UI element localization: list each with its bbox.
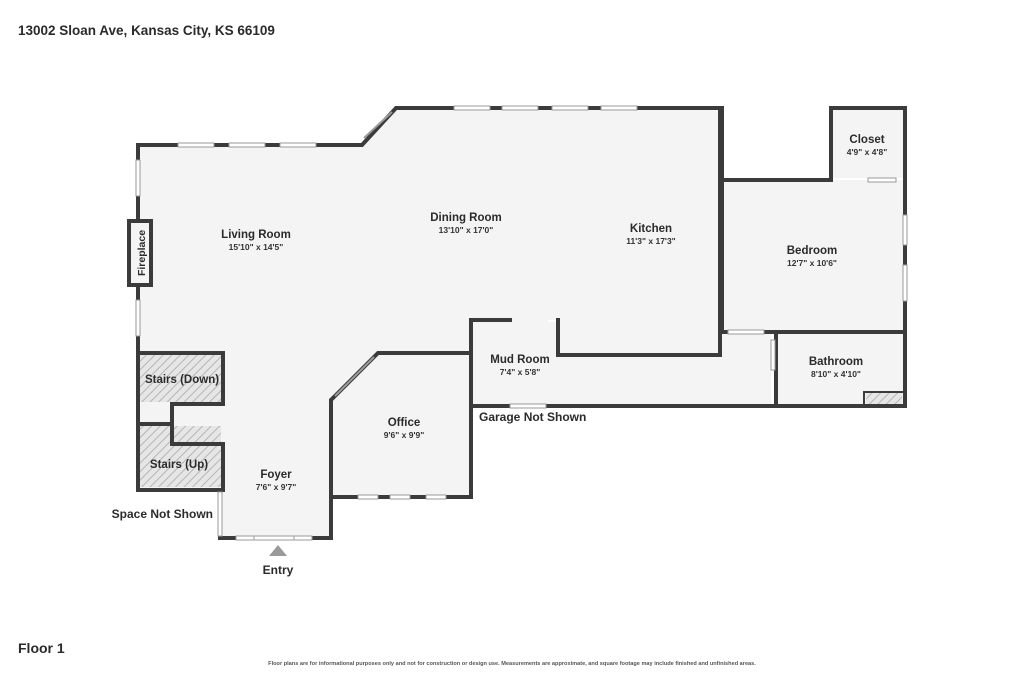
floor-label: Floor 1 bbox=[18, 640, 65, 656]
room-dims-bathroom: 8'10" x 4'10" bbox=[811, 369, 861, 379]
space-note: Space Not Shown bbox=[112, 507, 213, 521]
room-name-foyer: Foyer bbox=[260, 469, 292, 481]
fireplace-label: Fireplace bbox=[136, 230, 148, 276]
floor-fill bbox=[138, 108, 903, 538]
room-name-bedroom: Bedroom bbox=[787, 245, 837, 257]
room-dims-bedroom: 12'7" x 10'6" bbox=[787, 258, 837, 268]
room-dims-kitchen: 11'3" x 17'3" bbox=[626, 236, 675, 246]
garage-note: Garage Not Shown bbox=[479, 410, 586, 424]
stairs-up-label: Stairs (Up) bbox=[150, 459, 208, 471]
room-name-mud-room: Mud Room bbox=[490, 354, 549, 366]
room-dims-dining-room: 13'10" x 17'0" bbox=[439, 225, 494, 235]
windows bbox=[135, 105, 908, 541]
bathroom-fixture bbox=[866, 393, 902, 404]
entry-arrow-icon bbox=[269, 545, 287, 556]
room-name-dining-room: Dining Room bbox=[430, 212, 502, 224]
stairs-up-area bbox=[140, 426, 221, 487]
room-name-office: Office bbox=[388, 417, 421, 429]
room-dims-living-room: 15'10" x 14'5" bbox=[229, 242, 284, 252]
room-name-kitchen: Kitchen bbox=[630, 223, 672, 235]
room-dims-office: 9'6" x 9'9" bbox=[384, 430, 424, 440]
fireplace bbox=[127, 219, 153, 287]
room-name-living-room: Living Room bbox=[221, 229, 291, 241]
disclaimer: Floor plans are for informational purpos… bbox=[268, 661, 756, 667]
stairs-down-label: Stairs (Down) bbox=[145, 374, 219, 386]
room-name-bathroom: Bathroom bbox=[809, 356, 863, 368]
stairs-down-area bbox=[140, 355, 221, 402]
address-title: 13002 Sloan Ave, Kansas City, KS 66109 bbox=[18, 23, 275, 38]
entry-label: Entry bbox=[263, 563, 294, 577]
room-dims-closet: 4'9" x 4'8" bbox=[847, 147, 887, 157]
room-dims-foyer: 7'6" x 9'7" bbox=[256, 482, 296, 492]
room-dims-mud-room: 7'4" x 5'8" bbox=[500, 367, 540, 377]
room-name-closet: Closet bbox=[849, 134, 884, 146]
